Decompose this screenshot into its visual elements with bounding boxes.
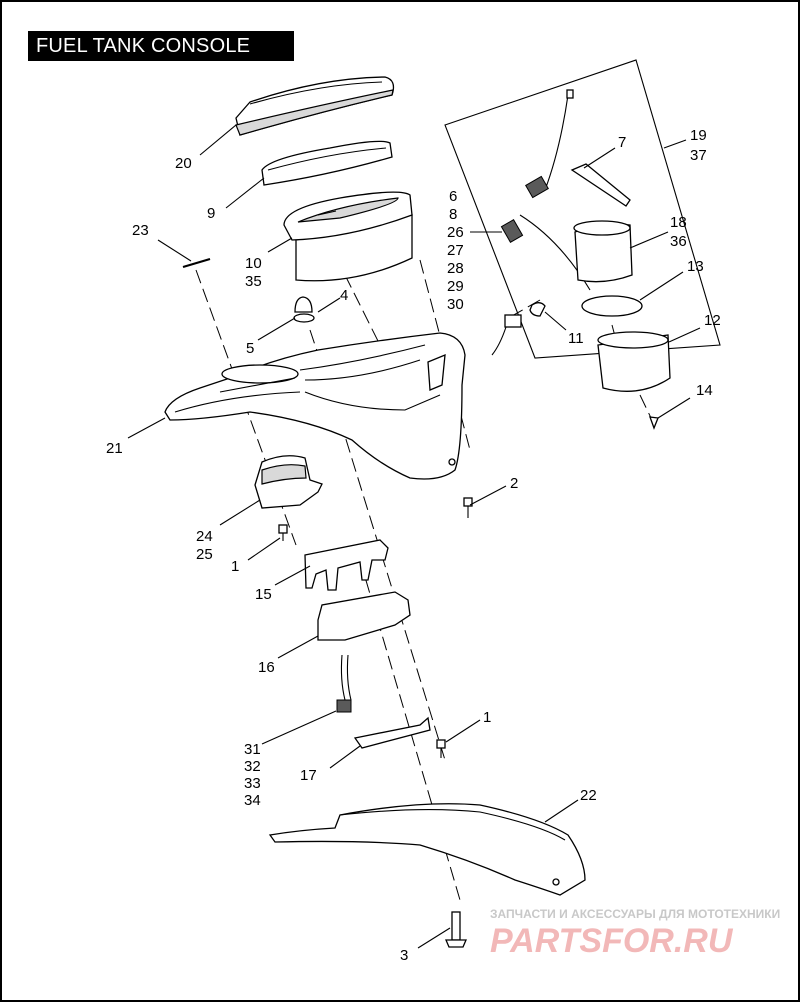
callout-19: 19	[690, 127, 707, 144]
callout-25: 25	[196, 546, 213, 563]
callout-22: 22	[580, 787, 597, 804]
module-part-16	[317, 591, 411, 713]
callout-24: 24	[196, 528, 213, 545]
callout-labels: 20 9 23 10 35 4 5 6 8 26 27 28 29 30 7 1…	[106, 127, 721, 964]
plate-part-17	[353, 716, 431, 749]
callout-33: 33	[244, 775, 261, 792]
callout-26: 26	[447, 224, 464, 241]
callout-17: 17	[300, 767, 317, 784]
trim-part-22	[268, 803, 586, 896]
callout-30: 30	[447, 296, 464, 313]
callout-10: 10	[245, 255, 262, 272]
callout-8: 8	[449, 206, 457, 223]
cup-part-12	[597, 331, 671, 392]
callout-21: 21	[106, 440, 123, 457]
screw-part-2	[463, 497, 473, 518]
console-part-21	[164, 332, 466, 480]
callout-1b: 1	[483, 709, 491, 726]
callout-15: 15	[255, 586, 272, 603]
callout-2: 2	[510, 475, 518, 492]
screw-part-1b	[436, 739, 446, 758]
ring-part-9	[261, 140, 393, 186]
callout-23: 23	[132, 222, 149, 239]
watermark-logo: PARTSFOR.RU	[490, 922, 734, 960]
callout-9: 9	[207, 205, 215, 222]
callout-28: 28	[447, 260, 464, 277]
callout-20: 20	[175, 155, 192, 172]
fuel-gauge-subassembly-box	[444, 59, 721, 359]
callout-1a: 1	[231, 558, 239, 575]
callout-12: 12	[704, 312, 721, 329]
screw-part-14	[649, 416, 659, 430]
diagram-title: FUEL TANK CONSOLE	[28, 31, 294, 61]
seal-part-23	[182, 257, 211, 269]
callout-11: 11	[568, 330, 584, 347]
leader-lines	[127, 124, 701, 949]
callout-32: 32	[244, 758, 261, 775]
callout-37: 37	[690, 147, 707, 164]
bezel-part-20	[235, 76, 395, 136]
callout-7: 7	[618, 134, 626, 151]
callout-3: 3	[400, 947, 408, 964]
callout-14: 14	[696, 382, 713, 399]
bracket-part-15	[304, 539, 389, 591]
callout-31: 31	[244, 741, 261, 758]
callout-16: 16	[258, 659, 275, 676]
callout-13: 13	[687, 258, 704, 275]
callout-4: 4	[340, 287, 348, 304]
screw-part-1a	[278, 524, 288, 541]
bolt-part-3	[445, 911, 467, 948]
callout-6: 6	[449, 188, 457, 205]
watermark-tagline: ЗАПЧАСТИ И АКСЕССУАРЫ ДЛЯ МОТОТЕХНИКИ	[490, 907, 780, 921]
callout-18: 18	[670, 214, 687, 231]
indicator-part-4-5	[293, 296, 315, 323]
callout-34: 34	[244, 792, 261, 809]
callout-27: 27	[447, 242, 464, 259]
callout-5: 5	[246, 340, 254, 357]
gauge-part-10	[283, 191, 413, 282]
callout-36: 36	[670, 233, 687, 250]
callout-35: 35	[245, 273, 262, 290]
cable-tie-part-7	[570, 163, 631, 207]
watermark: ЗАПЧАСТИ И АКСЕССУАРЫ ДЛЯ МОТОТЕХНИКИ PA…	[490, 907, 780, 960]
sender-part-18	[573, 220, 643, 317]
connector-part-11	[491, 302, 546, 356]
callout-29: 29	[447, 278, 464, 295]
switch-part-24	[254, 455, 323, 509]
